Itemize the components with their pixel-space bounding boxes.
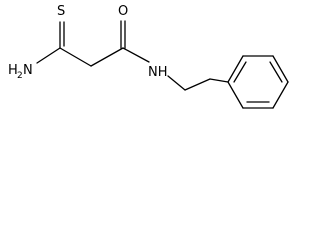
atom-amide-nh: NH	[148, 65, 168, 80]
amine-h-label: H	[8, 63, 18, 78]
benzene-ring	[227, 55, 289, 109]
bond-ch2-carbonyl	[90, 47, 124, 67]
amine-subscript: 2	[17, 71, 23, 81]
bond-nh-ch2	[167, 75, 186, 91]
atom-oxygen: O	[118, 4, 128, 19]
atom-sulfur: S	[57, 4, 65, 19]
bond-carbonyl-nh	[122, 47, 150, 63]
amine-n-label: N	[23, 63, 33, 78]
bond-c-nh2	[36, 47, 61, 64]
structural-formula: S O H 2 N NH	[8, 4, 289, 109]
bond-c-ch2	[59, 47, 92, 67]
atom-amine: H 2 N	[8, 63, 33, 81]
bond-ch2-ring	[209, 78, 229, 83]
bond-ch2-ch2	[184, 78, 211, 91]
